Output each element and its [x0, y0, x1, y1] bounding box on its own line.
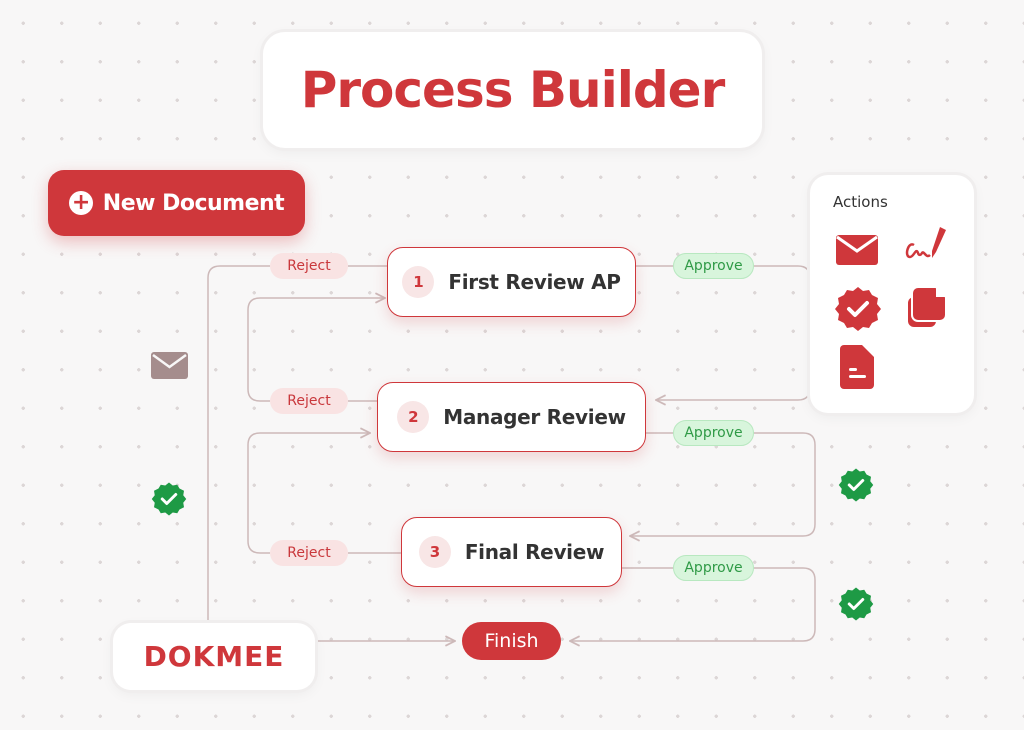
- brand-wordmark: DOKMEE: [143, 640, 285, 673]
- node-label: First Review AP: [448, 270, 621, 294]
- copy-document-icon[interactable]: [904, 283, 952, 331]
- verified-check-icon: [838, 587, 874, 621]
- verified-check-icon: [151, 482, 187, 516]
- document-icon[interactable]: [834, 343, 882, 391]
- plus-circle-icon: +: [68, 191, 93, 215]
- node-label: Manager Review: [443, 405, 626, 429]
- verified-badge-icon[interactable]: [834, 285, 882, 333]
- reject-pill[interactable]: Reject: [270, 388, 348, 414]
- envelope-icon[interactable]: [834, 227, 882, 275]
- node-manager-review[interactable]: 2 Manager Review: [377, 382, 646, 452]
- reject-pill[interactable]: Reject: [270, 540, 348, 566]
- new-document-button[interactable]: + New Document: [48, 170, 305, 236]
- envelope-icon: [151, 352, 188, 379]
- new-document-label: New Document: [102, 190, 285, 216]
- actions-heading: Actions: [833, 193, 888, 211]
- signature-icon[interactable]: [902, 223, 950, 271]
- approve-pill[interactable]: Approve: [673, 555, 754, 581]
- step-number: 1: [402, 266, 435, 298]
- finish-node[interactable]: Finish: [462, 622, 561, 660]
- step-number: 3: [418, 536, 451, 568]
- reject-pill[interactable]: Reject: [270, 253, 348, 279]
- approve-pill[interactable]: Approve: [673, 420, 754, 446]
- approve-pill[interactable]: Approve: [673, 253, 754, 279]
- step-number: 2: [397, 401, 430, 433]
- dokmee-logo: DOKMEE: [113, 623, 315, 690]
- page-title: Process Builder: [263, 32, 762, 148]
- verified-check-icon: [838, 468, 874, 502]
- node-first-review[interactable]: 1 First Review AP: [387, 247, 636, 317]
- actions-panel: Actions: [810, 175, 974, 413]
- node-final-review[interactable]: 3 Final Review: [401, 517, 622, 587]
- node-label: Final Review: [464, 540, 605, 564]
